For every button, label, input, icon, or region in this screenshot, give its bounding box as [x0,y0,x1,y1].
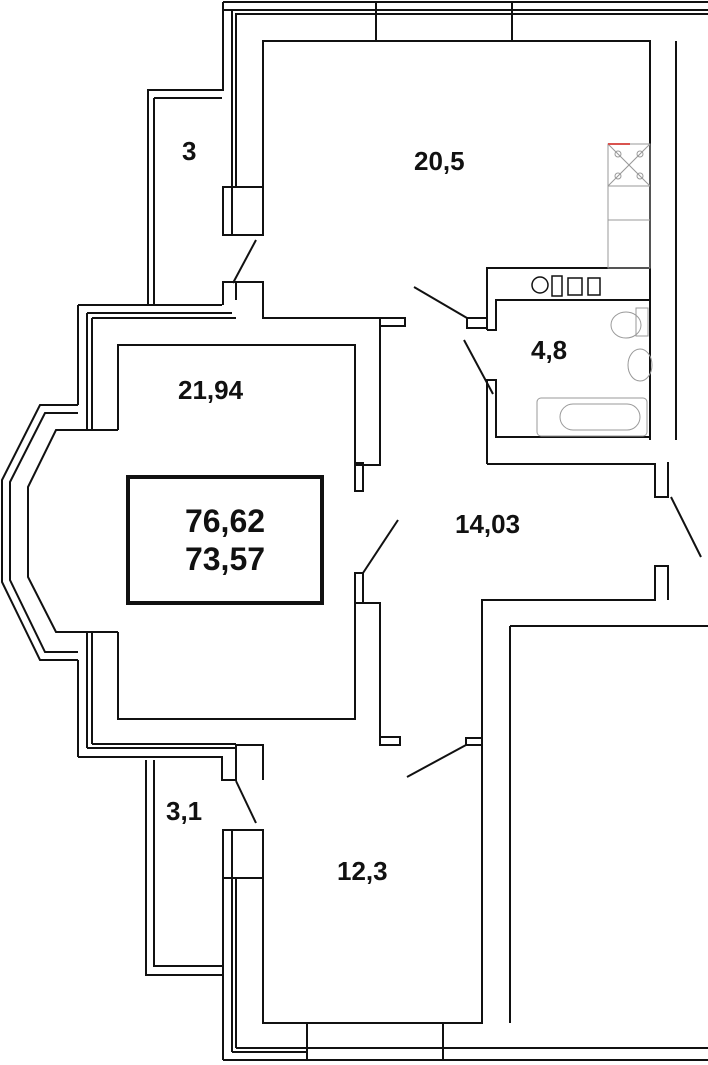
fixtures [536,143,653,437]
sink-icon [627,348,653,382]
living-area: 73,57 [184,541,266,577]
room-area-balcony-top: 3 [182,136,197,166]
toilet-icon [610,311,642,339]
room-area-balcony-bottom: 3,1 [166,796,203,826]
room-area-hallway: 14,03 [455,509,521,539]
washing-machine-icon [531,276,549,294]
bathtub-icon [536,397,648,437]
room-area-bathroom: 4,8 [531,335,568,365]
room-area-bedroom: 12,3 [337,856,388,886]
room-area-kitchen-living: 20,5 [414,146,465,176]
room-area-living-room: 21,94 [178,375,244,405]
total-area-box: 76,62 73,57 [126,475,324,605]
total-area: 76,62 [184,503,266,539]
wall-balcony-top-outer [147,2,224,305]
